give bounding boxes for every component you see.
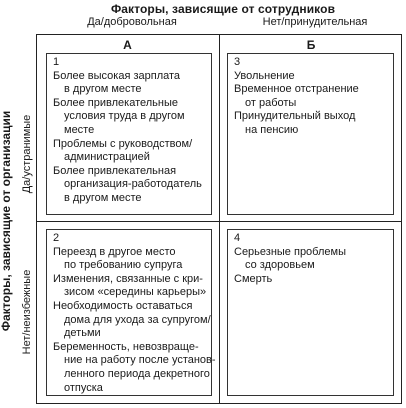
factor-item-line: Увольнение xyxy=(234,69,295,82)
factor-item-line: организация-работодатель xyxy=(64,178,202,191)
factor-item-line: условия труда в другом xyxy=(64,110,185,123)
factor-item-line: Смерть xyxy=(234,272,273,285)
matrix-vertical-divider xyxy=(219,34,220,404)
row-label-no: Нет/неизбежные xyxy=(21,269,33,355)
factor-item: Изменения, связанные с кри-зисом «середи… xyxy=(53,273,207,300)
factor-item-line: дома для ухода за супругом/ xyxy=(64,313,211,326)
top-axis-title: Факторы, зависящие от сотрудников xyxy=(110,2,336,16)
factor-item-line: на пенсию xyxy=(245,123,299,136)
factor-item-line: ленного периода декретного xyxy=(64,367,210,380)
factor-item-line: по требованию супруга xyxy=(64,259,183,272)
factor-item-line: в другом месте xyxy=(64,83,142,96)
quadrant-number: 3 xyxy=(234,56,241,68)
factor-item-line: Более привлекательная xyxy=(53,164,177,177)
factor-item: Беременность, невозвраще-ние на работу п… xyxy=(53,340,216,395)
factor-item-line: администрацией xyxy=(64,151,150,164)
factor-item-line: Беременность, невозвраще- xyxy=(53,340,199,353)
factor-item-line: отпуска xyxy=(64,381,103,394)
factor-item-line: в другом месте xyxy=(64,191,142,204)
column-header-a: А xyxy=(123,38,132,52)
column-label-yes: Да/добровольная xyxy=(87,16,177,28)
factor-item-line: ние на работу после установ- xyxy=(64,354,216,367)
factor-item-line: месте xyxy=(64,123,95,136)
factor-item-line: Временное отстранение xyxy=(234,83,359,96)
factor-item: Проблемы с руководством/администрацией xyxy=(53,138,207,165)
factor-item-line: Принудительный выход xyxy=(234,110,356,123)
column-label-no: Нет/принудительная xyxy=(262,16,368,28)
factor-item-line: Изменения, связанные с кри- xyxy=(53,272,203,285)
matrix-horizontal-divider xyxy=(36,221,402,222)
column-header-b: Б xyxy=(306,38,316,52)
quadrant-number: 1 xyxy=(53,56,60,68)
factor-item: Увольнение xyxy=(234,70,389,84)
factor-item-line: зисом «середины карьеры» xyxy=(64,286,207,299)
quadrant-number: 4 xyxy=(234,232,241,244)
factor-item-line: от работы xyxy=(245,96,297,109)
factor-item-line: Серьезные проблемы xyxy=(234,245,346,258)
factor-item-line: со здоровьем xyxy=(245,259,315,272)
side-axis-title: Факторы, зависящие от организации xyxy=(0,110,13,332)
factor-item-line: Проблемы с руководством/ xyxy=(53,137,193,150)
factor-item-line: детьми xyxy=(64,327,101,340)
factor-item-line: Более привлекательные xyxy=(53,96,178,109)
factor-item-line: Более высокая зарплата xyxy=(53,69,181,82)
factor-item: Смерть xyxy=(234,273,389,287)
factor-item-line: Необходимость оставаться xyxy=(53,299,193,312)
factor-item-line: Переезд в другое место xyxy=(53,245,176,258)
quadrant-number: 2 xyxy=(53,232,60,244)
